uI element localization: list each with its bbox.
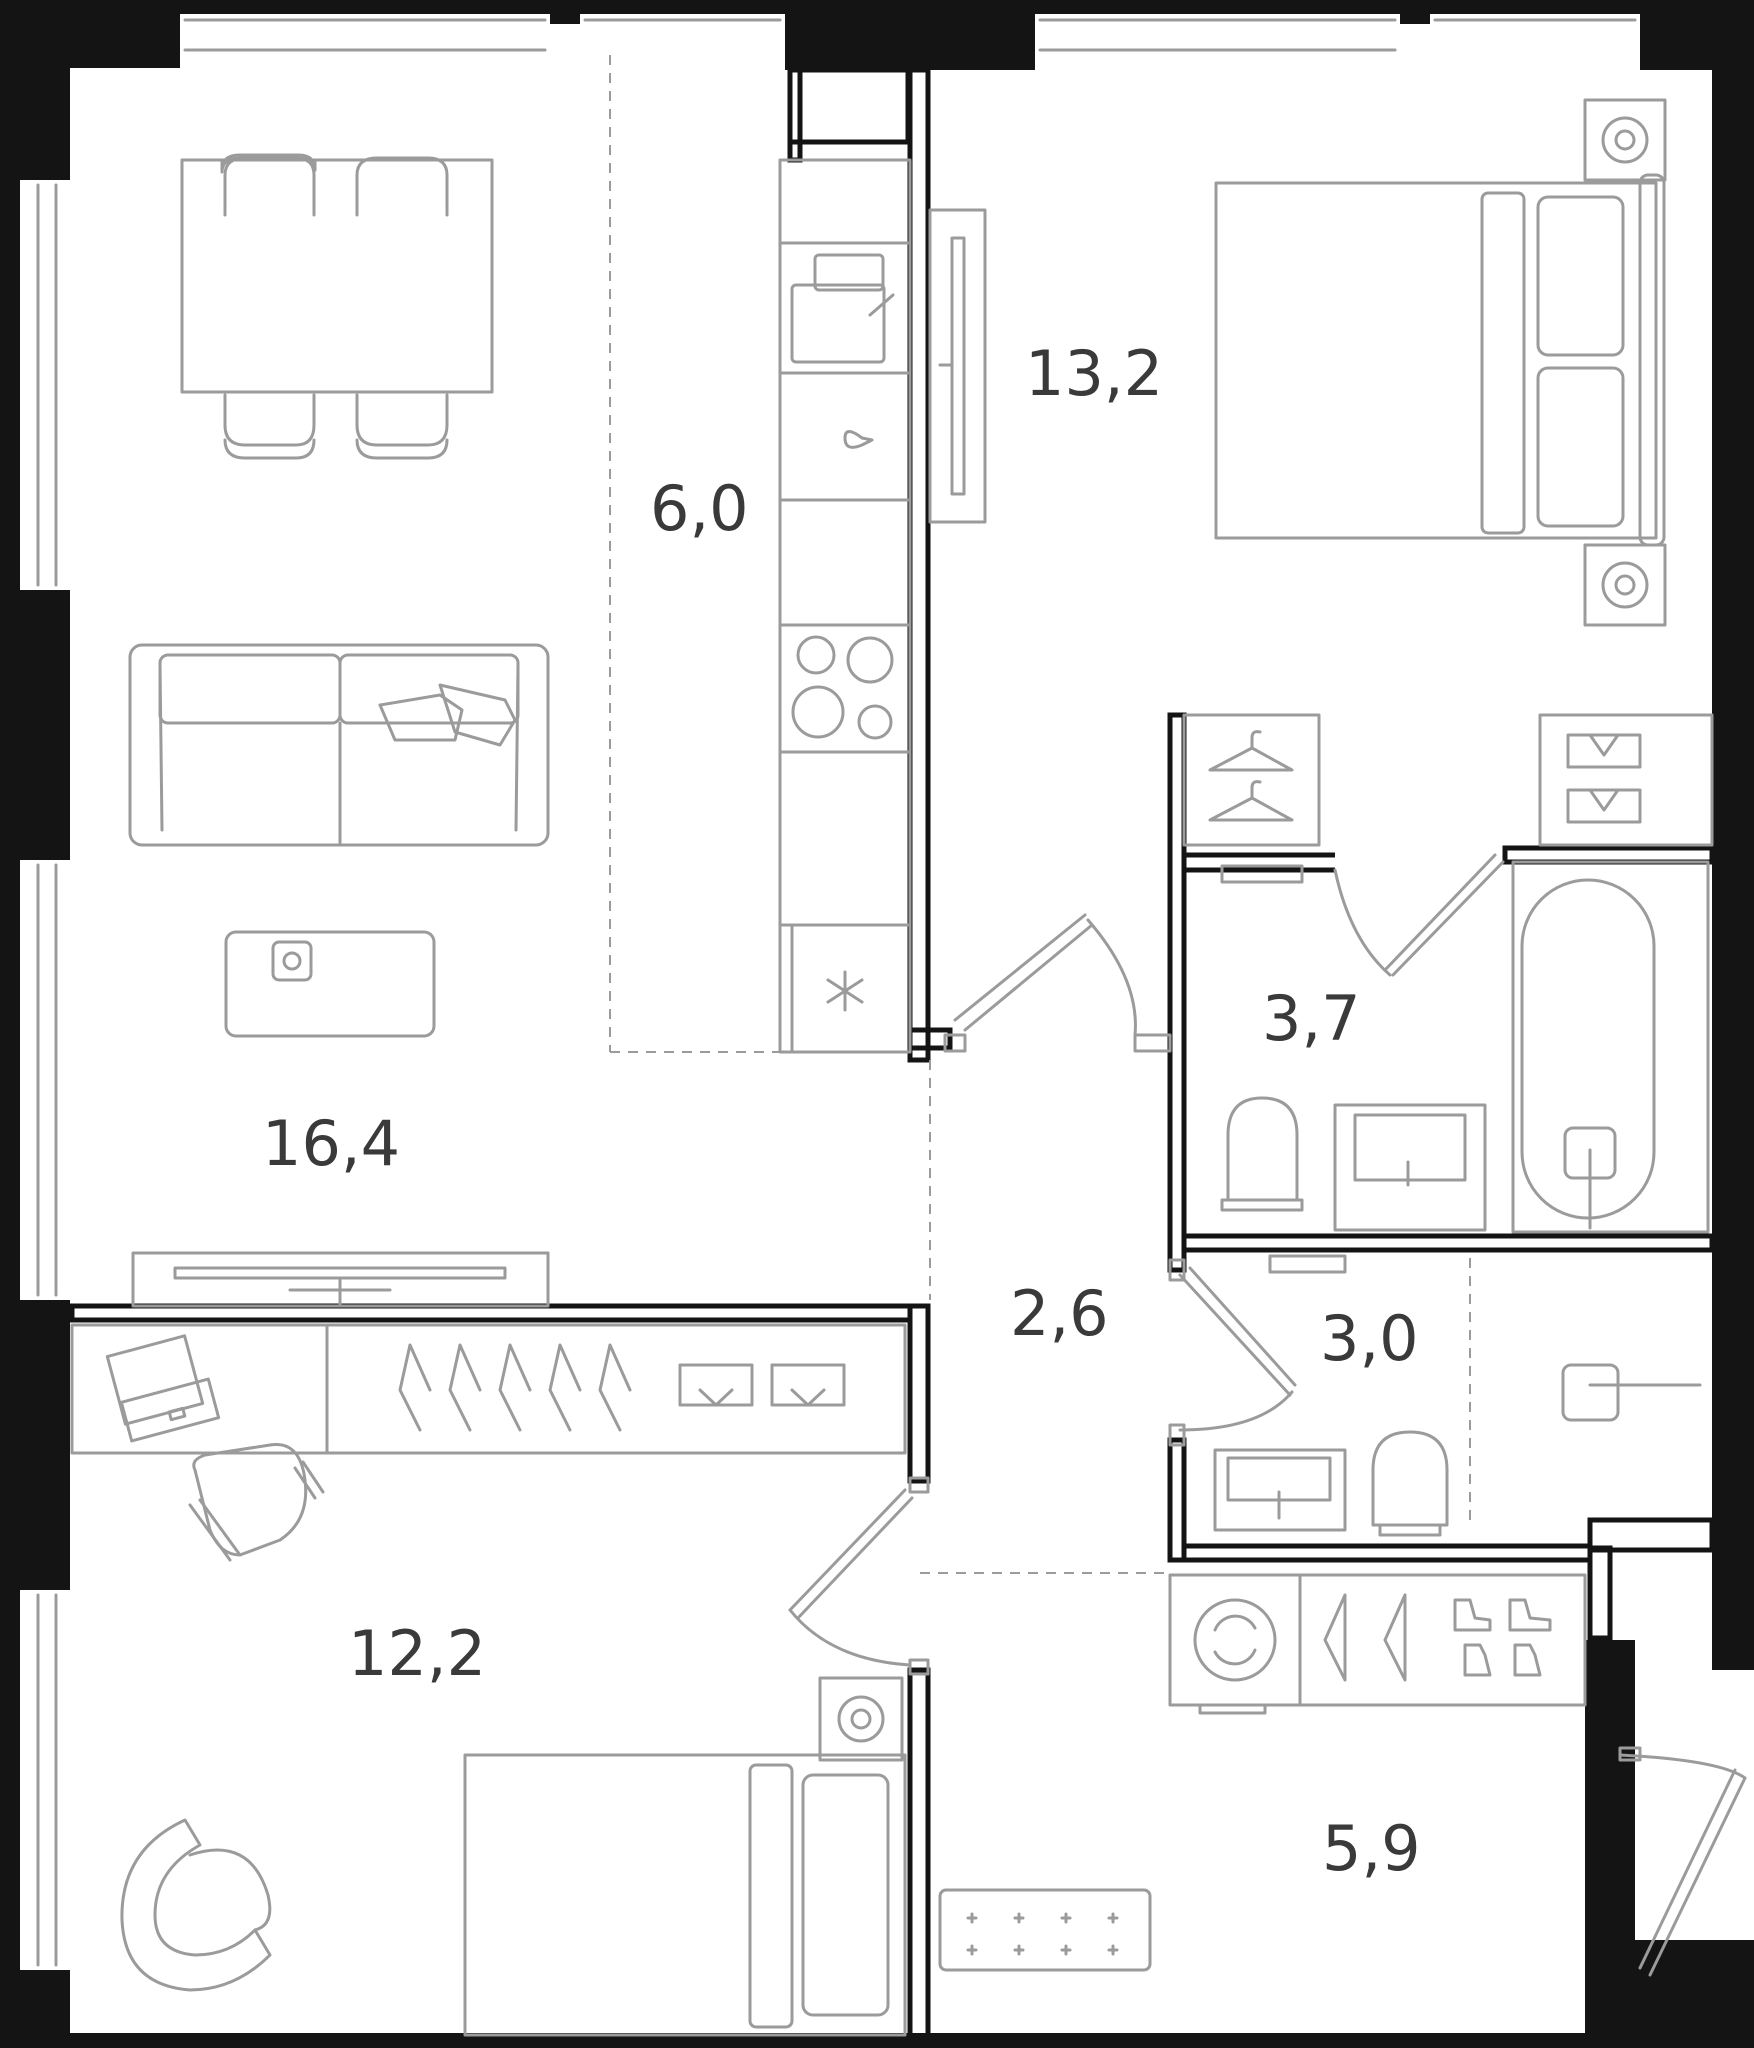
kitchen-counter [778, 158, 912, 1054]
bedroom-tv [928, 208, 987, 524]
area-label-bedroom-main: 13,2 [1025, 337, 1163, 410]
wc-sink [1213, 1448, 1347, 1532]
interior-walls [69, 67, 1715, 2043]
tv-stand [131, 1251, 550, 1308]
bath-vent [1220, 864, 1304, 884]
work-desk [70, 1323, 329, 1455]
double-bed [1214, 98, 1667, 627]
area-label-wc: 3,0 [1320, 1302, 1419, 1375]
area-label-kitchen: 6,0 [650, 472, 749, 545]
coffee-table [224, 930, 436, 1038]
bath-toilet [1220, 1096, 1304, 1212]
single-bed [463, 1676, 907, 2037]
area-label-bathroom: 3,7 [1262, 982, 1361, 1055]
hanging-wardrobe [1182, 713, 1321, 847]
bathtub [1511, 860, 1710, 1234]
area-label-living: 16,4 [262, 1107, 400, 1180]
wc-toilet [1371, 1430, 1449, 1537]
sofa [128, 643, 550, 847]
doormat [938, 1888, 1152, 1972]
area-label-bedroom-second: 12,2 [348, 1617, 486, 1690]
bedroom2-wardrobe [325, 1323, 907, 1455]
desk-chair [188, 1442, 325, 1562]
dining-table [180, 153, 494, 460]
armchair [120, 1818, 272, 1992]
zone-dividers [609, 55, 1471, 1574]
area-labels: 16,4 6,0 13,2 3,7 2,6 3,0 12,2 5,9 [262, 337, 1421, 1885]
folded-clothes-shelf [1538, 713, 1714, 847]
bath-sink [1333, 1103, 1487, 1232]
doors [788, 853, 1747, 1977]
hall-wardrobe [1298, 1573, 1587, 1707]
area-label-hall: 5,9 [1322, 1812, 1421, 1885]
washing-machine [1168, 1573, 1302, 1715]
shower [1561, 1363, 1702, 1422]
wc-vent [1268, 1254, 1347, 1274]
area-label-corridor: 2,6 [1010, 1277, 1109, 1350]
